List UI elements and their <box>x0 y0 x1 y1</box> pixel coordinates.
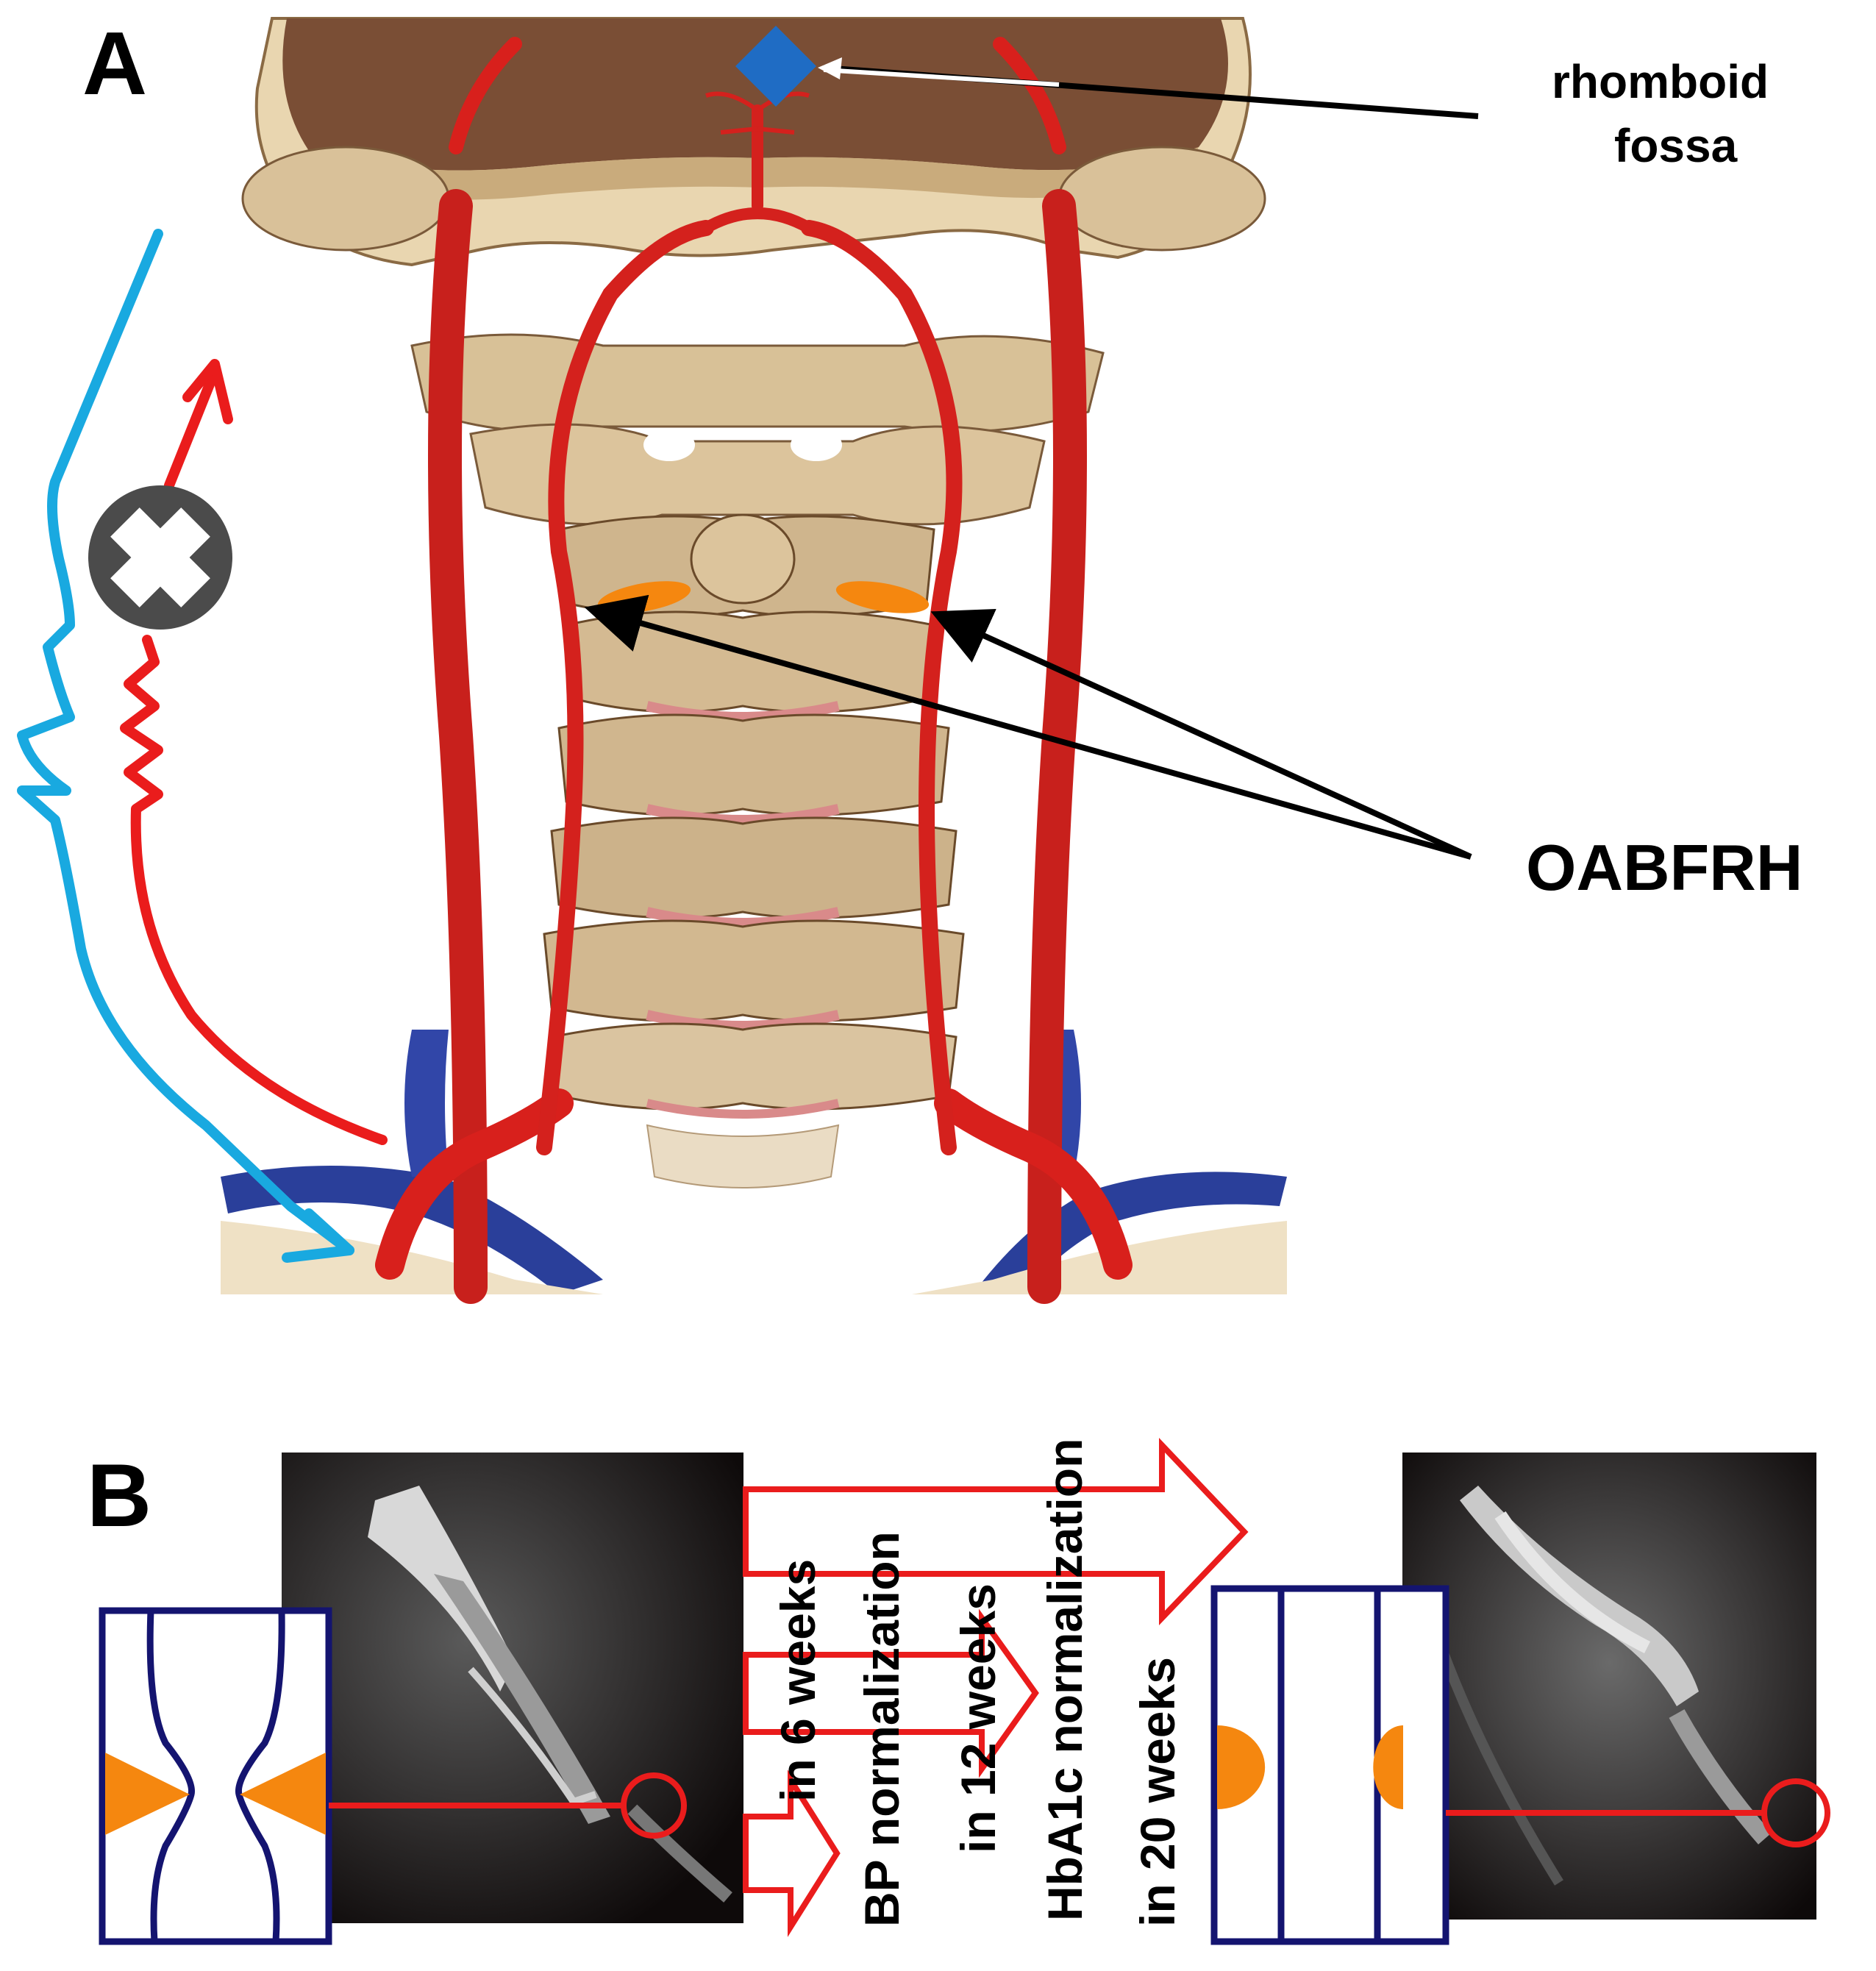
text-in-6-weeks: in 6 weeks <box>771 1559 825 1802</box>
label-rhomboid-line2: fossa <box>1614 119 1738 172</box>
foramen-left <box>643 429 695 461</box>
schematic-normal <box>1210 1585 1449 1945</box>
external-carotid-right <box>993 37 1066 154</box>
anatomy-illustration <box>221 17 1287 1304</box>
clavicle-base-right <box>912 1221 1287 1294</box>
cervical-spine <box>543 513 965 1188</box>
normal-orange-right <box>1373 1725 1403 1809</box>
arrow-20-weeks <box>743 1437 1249 1625</box>
ct-focus-circle-before <box>621 1772 687 1839</box>
red-flow-arrowhead <box>182 359 233 424</box>
atlas-vertebra <box>410 333 1105 433</box>
text-hba1c-normalization: HbA1c normalization <box>1038 1439 1092 1921</box>
panel-a: A <box>17 13 1802 1304</box>
blue-flow-path <box>17 229 354 1255</box>
carotid-artery-left <box>428 189 488 1304</box>
rhomboid-pointer-head <box>818 57 842 79</box>
ct-image-after <box>1402 1453 1816 1920</box>
subclavian-artery-left <box>375 1088 574 1280</box>
normal-orange-left <box>1217 1725 1266 1809</box>
oabfrh-pointer-right <box>930 609 1472 860</box>
occipital-bone-right <box>1058 146 1266 252</box>
jugular-vein-left <box>404 1030 449 1177</box>
label-rhomboid-line1: rhomboid <box>1552 55 1769 108</box>
rhomboid-fossa-marker <box>735 26 816 107</box>
subclavian-vein-left <box>221 1166 603 1294</box>
ct-image-before <box>282 1453 743 1923</box>
blocked-x-icon <box>88 485 232 630</box>
vertebral-artery-left <box>536 220 714 1155</box>
foramen-right <box>791 429 842 461</box>
occipital-bone-left <box>241 146 450 252</box>
red-flow-upper <box>164 370 218 491</box>
text-bp-normalization: BP normalization <box>855 1531 909 1927</box>
narrowing-orange-right <box>240 1753 326 1835</box>
ct-focus-circle-after <box>1761 1778 1830 1847</box>
panel-b-letter: B <box>87 1445 151 1545</box>
red-flow-path <box>120 635 388 1145</box>
external-carotid-left <box>449 37 522 154</box>
blue-flow-arrowhead <box>282 1208 354 1263</box>
clavicle-base <box>221 1221 603 1294</box>
label-oabfrh: OABFRH <box>1526 831 1802 904</box>
schematic-narrowed <box>99 1607 332 1945</box>
basilar-artery <box>700 104 815 234</box>
narrowing-orange-left <box>105 1753 190 1835</box>
subclavian-artery-right <box>934 1088 1133 1280</box>
panel-a-letter: A <box>82 13 147 113</box>
rhomboid-pointer-white <box>823 68 1060 87</box>
vertebral-artery-right <box>801 220 963 1155</box>
oabfrh-marker-right <box>835 581 930 613</box>
oabfrh-pointer-left <box>584 594 1472 860</box>
text-in-12-weeks: in 12 weeks <box>951 1583 1005 1853</box>
cranial-cavity <box>282 18 1229 171</box>
panel-b: B <box>87 1437 1830 1945</box>
text-in-20-weeks: in 20 weeks <box>1130 1657 1185 1927</box>
arrow-12-weeks <box>743 1608 1039 1778</box>
subclavian-vein-right <box>978 1172 1287 1294</box>
carotid-artery-right <box>1027 189 1087 1304</box>
arrow-6-weeks <box>743 1769 841 1937</box>
